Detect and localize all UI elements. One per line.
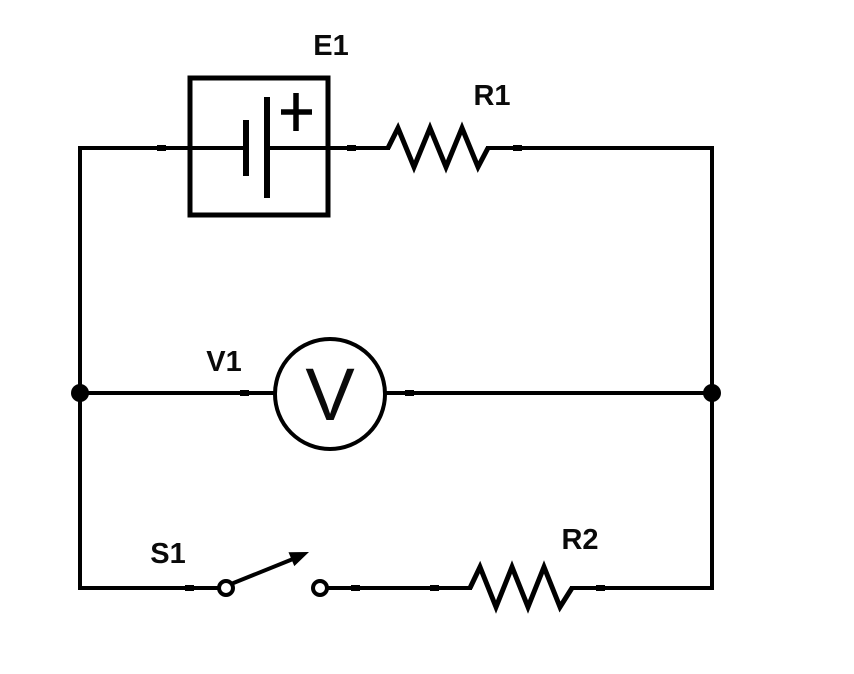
switch-contact-left — [217, 579, 235, 597]
resistor-r1-zigzag — [385, 121, 491, 174]
resistor-r2-zigzag — [467, 560, 575, 614]
junction-dot-right — [703, 384, 721, 402]
switch-lever-arrowhead — [288, 552, 309, 567]
voltmeter-dial — [273, 337, 387, 451]
switch-label: S1 — [150, 538, 185, 570]
junction-dots — [71, 384, 721, 402]
battery-symbol[interactable] — [187, 75, 331, 218]
switch-symbol[interactable] — [217, 552, 329, 597]
switch-contact-right — [311, 579, 329, 597]
resistor-r2-label: R2 — [561, 524, 598, 556]
battery-label: E1 — [313, 30, 348, 62]
junction-dot-left — [71, 384, 89, 402]
switch-lever — [230, 557, 294, 586]
wires — [78, 146, 714, 590]
voltmeter-label: V1 — [206, 346, 241, 378]
voltmeter-symbol[interactable]: V — [273, 337, 387, 451]
voltmeter-glyph: V — [305, 353, 355, 436]
resistor-r1-symbol[interactable] — [385, 121, 491, 174]
resistor-r1-label: R1 — [473, 80, 510, 112]
wire-left-loop — [78, 146, 221, 590]
wire-right-loop — [486, 146, 714, 590]
terminal-nubs — [157, 145, 605, 591]
resistor-r2-symbol[interactable] — [467, 560, 575, 614]
plus-sign — [281, 93, 312, 131]
